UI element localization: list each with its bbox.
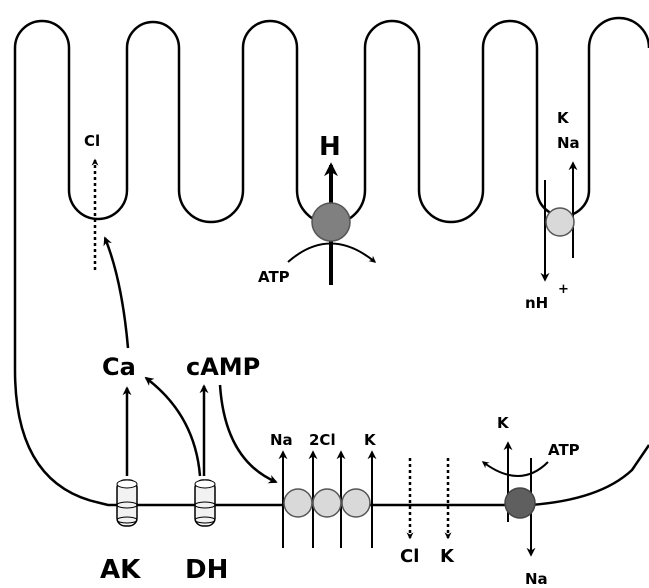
cotransporter-circle-na — [283, 488, 313, 518]
nh-label: nH — [525, 294, 548, 312]
na-k-atpase-circle — [504, 487, 536, 519]
ca-label: Ca — [102, 353, 136, 381]
atp-hydrolysis-arrow — [287, 242, 377, 263]
camp-to-cotransporter-arrow — [218, 384, 278, 484]
atp-pump-arrow — [481, 461, 549, 477]
na-cotransport-label: Na — [270, 431, 293, 449]
k-apical-label: K — [557, 109, 570, 127]
nh-plus-label: + — [558, 282, 569, 297]
k-cotransport-label: K — [364, 431, 377, 449]
na-apical-label: Na — [557, 134, 580, 152]
k-pump-label: K — [497, 414, 510, 432]
ak-receptor — [116, 479, 138, 527]
h-label: H — [319, 132, 341, 162]
na-pump-label: Na — [525, 570, 548, 588]
h-pump-circle — [311, 202, 351, 242]
cell-membrane — [13, 16, 649, 507]
atp-pump-label: ATP — [548, 441, 580, 459]
k-basal-label: K — [440, 546, 455, 567]
cl-basal-label: Cl — [400, 546, 419, 567]
atp-apical-label: ATP — [258, 268, 290, 286]
dh-receptor — [194, 479, 216, 527]
dh-label: DH — [185, 555, 228, 585]
camp-label: cAMP — [186, 353, 260, 381]
ak-label: AK — [100, 555, 141, 585]
k-na-exchanger-circle — [545, 207, 575, 237]
basal-membrane-right — [380, 444, 649, 507]
cotransporter-circle-cl — [312, 488, 342, 518]
ca-to-cl-arrow — [103, 236, 130, 349]
cl-apical-label: Cl — [84, 132, 100, 150]
dh-to-ca-arrow — [144, 376, 202, 477]
two-cl-label: 2Cl — [309, 431, 336, 449]
cotransporter-circle-k — [341, 488, 371, 518]
